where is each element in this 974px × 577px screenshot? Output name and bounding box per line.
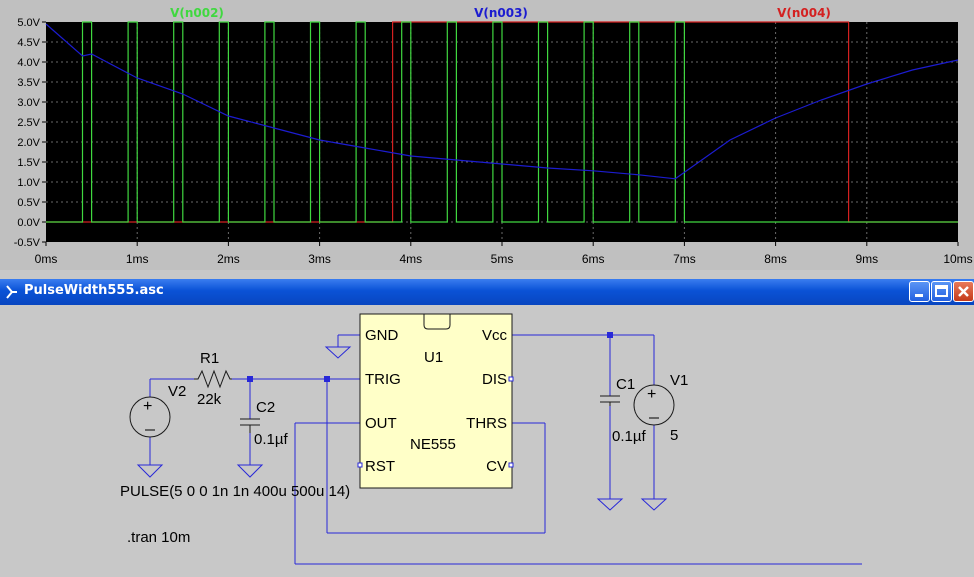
trace-lines: [45, 21, 959, 223]
v1-ref[interactable]: V1: [670, 372, 688, 389]
y-tick-label: 0.0V: [17, 217, 40, 229]
y-tick-label: 3.5V: [17, 77, 40, 89]
spice-directive[interactable]: .tran 10m: [127, 529, 190, 546]
pin-out: OUT: [365, 415, 397, 432]
pin-thrs: THRS: [466, 415, 507, 432]
y-axis-ticks: 5.0V 4.5V 4.0V 3.5V 3.0V 2.5V 2.0V 1.5V 1.0V 0.5V…: [14, 17, 46, 249]
x-tick-label: 2ms: [217, 252, 240, 266]
capacitor-c1-symbol[interactable]: [600, 395, 620, 406]
window-title: PulseWidth555.asc: [24, 283, 164, 298]
y-tick-label: 5.0V: [17, 17, 40, 29]
y-tick-label: 4.0V: [17, 57, 40, 69]
y-tick-label: 4.5V: [17, 37, 40, 49]
y-tick-label: 2.0V: [17, 137, 40, 149]
close-button[interactable]: [953, 281, 974, 302]
y-tick-label: 1.5V: [17, 157, 40, 169]
plus-icon: +: [647, 386, 656, 403]
c2-value[interactable]: 0.1µf: [254, 431, 288, 448]
minimize-button[interactable]: [909, 281, 930, 302]
pin-gnd: GND: [365, 327, 399, 344]
ground-symbols: [136, 346, 668, 511]
r1-value[interactable]: 22k: [197, 391, 222, 408]
capacitor-c2-symbol[interactable]: [240, 418, 260, 433]
ground-icon: [640, 498, 668, 511]
x-tick-label: 4ms: [399, 252, 422, 266]
pin-vcc: Vcc: [482, 327, 508, 344]
x-axis-ticks: 0ms 1ms 2ms 3ms 4ms 5ms 6ms 7ms 8ms 9ms 10ms: [35, 242, 973, 266]
trace-labels: V(n002) V(n003) V(n004): [170, 6, 831, 20]
pin-trig: TRIG: [365, 371, 401, 388]
x-tick-label: 0ms: [35, 252, 58, 266]
x-tick-label: 7ms: [673, 252, 696, 266]
ltspice-app-icon: [6, 285, 17, 299]
x-tick-label: 10ms: [943, 252, 972, 266]
ic-part[interactable]: NE555: [410, 436, 456, 453]
maximize-button[interactable]: [931, 281, 952, 302]
pin-rst: RST: [365, 458, 395, 475]
schematic-window-titlebar[interactable]: PulseWidth555.asc: [0, 279, 974, 305]
voltage-source-v2-symbol[interactable]: +: [129, 396, 171, 438]
x-tick-label: 8ms: [764, 252, 787, 266]
trace-label[interactable]: V(n004): [777, 6, 831, 20]
trace-vn002[interactable]: [46, 21, 958, 223]
ground-icon: [136, 464, 164, 478]
resistor-r1-symbol[interactable]: [194, 369, 232, 389]
r1-ref[interactable]: R1: [200, 350, 219, 367]
minimize-icon: [915, 294, 923, 297]
voltage-source-v1-symbol[interactable]: +: [633, 384, 675, 426]
plus-icon: +: [143, 398, 152, 415]
v2-ref[interactable]: V2: [168, 383, 186, 400]
ground-icon: [596, 498, 624, 511]
trace-label[interactable]: V(n002): [170, 6, 224, 20]
trace-label[interactable]: V(n003): [474, 6, 528, 20]
x-tick-label: 9ms: [855, 252, 878, 266]
pin-dis: DIS: [482, 371, 507, 388]
v2-value[interactable]: PULSE(5 0 0 1n 1n 400u 500u 14): [120, 483, 350, 500]
c1-value[interactable]: 0.1µf: [612, 428, 646, 445]
wires[interactable]: [149, 334, 862, 565]
y-tick-label: 0.5V: [17, 197, 40, 209]
x-tick-label: 5ms: [491, 252, 514, 266]
x-tick-label: 3ms: [308, 252, 331, 266]
c2-ref[interactable]: C2: [256, 399, 275, 416]
y-tick-label: 1.0V: [17, 177, 40, 189]
y-tick-label: 2.5V: [17, 117, 40, 129]
ground-icon: [324, 346, 352, 359]
ic-notch: [423, 314, 451, 330]
x-tick-label: 1ms: [126, 252, 149, 266]
waveform-plot-pane[interactable]: 5.0V 4.5V 4.0V 3.5V 3.0V 2.5V 2.0V 1.5V 1.0V 0.5V…: [0, 0, 974, 270]
ground-icon: [236, 464, 264, 478]
y-tick-label: 3.0V: [17, 97, 40, 109]
y-tick-label: -0.5V: [14, 237, 41, 249]
trace-vn003[interactable]: [45, 23, 959, 180]
wire-junctions: [247, 332, 613, 382]
c1-ref[interactable]: C1: [616, 376, 635, 393]
waveform-chart[interactable]: 5.0V 4.5V 4.0V 3.5V 3.0V 2.5V 2.0V 1.5V 1.0V 0.5V…: [0, 0, 974, 270]
schematic-drawing[interactable]: R1 22k C2 0.1µf + V2 PULSE(5 0 0 1n 1n 4…: [4, 305, 974, 573]
ne555-ic[interactable]: [357, 313, 514, 489]
schematic-canvas[interactable]: R1 22k C2 0.1µf + V2 PULSE(5 0 0 1n 1n 4…: [4, 305, 974, 573]
close-icon: [958, 286, 969, 297]
x-tick-label: 6ms: [582, 252, 605, 266]
pin-cv: CV: [486, 458, 507, 475]
maximize-icon: [935, 285, 948, 297]
v1-value[interactable]: 5: [670, 427, 678, 444]
ic-ref[interactable]: U1: [424, 349, 443, 366]
